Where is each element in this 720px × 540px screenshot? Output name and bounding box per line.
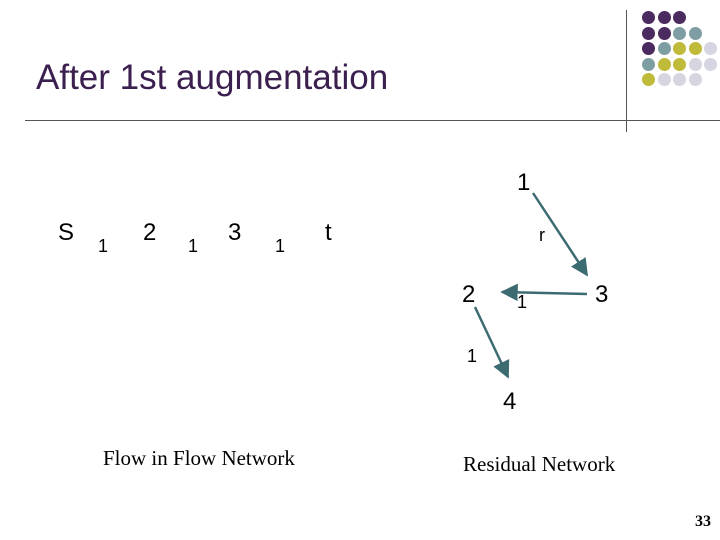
vertical-divider [626,10,627,132]
flow-network-caption: Flow in Flow Network [103,446,295,470]
decorative-dot [673,26,686,40]
decorative-dot [688,42,702,55]
residual-network-caption: Residual Network [463,452,616,476]
residual-edge-label: 1 [517,292,527,312]
slide-title: After 1st augmentation [36,58,389,97]
decorative-dot [642,57,655,71]
title-divider [25,120,720,121]
residual-node: 1 [517,169,530,196]
decorative-dot [673,11,686,24]
residual-node: 2 [462,281,475,308]
decorative-dot [657,73,671,86]
flow-node: 3 [228,219,241,246]
residual-node: 4 [503,388,516,415]
decorative-dot [673,73,686,86]
flow-node: t [325,219,332,246]
residual-network: 1 2 3 4 r 1 1 [462,169,608,415]
decorative-dot [704,57,717,71]
page-number: 33 [695,513,711,530]
decorative-dot [642,42,655,55]
decorative-dot [688,57,702,71]
decorative-dot [657,11,671,24]
flow-node: S [58,219,74,246]
decorative-dot [657,57,671,71]
decorative-dot [704,42,717,55]
decorative-dot [673,42,686,55]
flow-network: S 2 3 t 1 1 1 [58,219,332,256]
residual-edge-1-3 [531,192,589,277]
flow-edge-label: 1 [275,236,285,256]
residual-edge-2-4 [473,306,510,379]
flow-node: 2 [143,219,156,246]
residual-edge-3-2 [500,283,588,302]
residual-edge-label: 1 [467,346,477,366]
decorative-dot [642,73,655,86]
decorative-dot [642,26,655,40]
flow-edge-label: 1 [188,236,198,256]
decorative-dot [657,42,671,55]
residual-edge-label: r [539,225,545,245]
decorative-dot [642,11,655,24]
flow-edge-label: 1 [98,236,108,256]
decorative-dot [657,26,671,40]
decorative-dot [673,57,686,71]
residual-node: 3 [595,281,608,308]
decorative-dot [688,26,702,40]
decorative-dot [688,73,702,86]
